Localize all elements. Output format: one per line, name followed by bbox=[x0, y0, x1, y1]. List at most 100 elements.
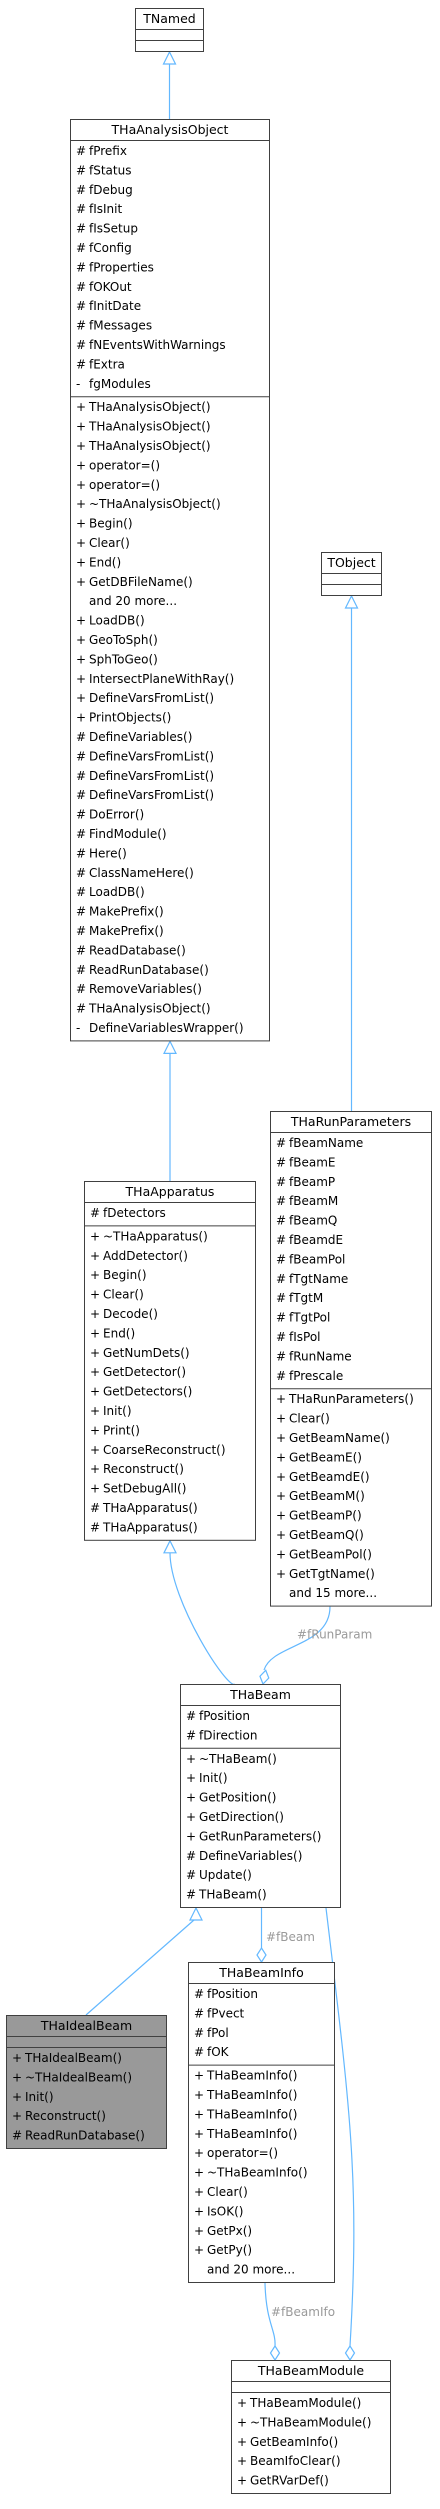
method[interactable]: Init() bbox=[199, 1771, 228, 1785]
method[interactable]: Reconstruct() bbox=[25, 2109, 106, 2123]
attribute[interactable]: fgModules bbox=[89, 377, 151, 391]
method[interactable]: ~THaBeamInfo() bbox=[207, 2166, 308, 2180]
method[interactable]: Begin() bbox=[103, 1268, 147, 1282]
method[interactable]: CoarseReconstruct() bbox=[103, 1443, 226, 1457]
attribute[interactable]: fPosition bbox=[199, 1709, 250, 1723]
method[interactable]: THaIdealBeam() bbox=[24, 2051, 122, 2065]
method[interactable]: MakePrefix() bbox=[89, 924, 164, 938]
method[interactable]: THaBeamInfo() bbox=[206, 2107, 297, 2121]
class-thaapparatus[interactable]: THaApparatus#fDetectors+~THaApparatus()+… bbox=[84, 1181, 256, 1541]
attribute[interactable]: fMessages bbox=[89, 319, 152, 333]
attribute[interactable]: fTgtPol bbox=[289, 1311, 330, 1325]
class-thabeaminfo[interactable]: THaBeamInfo#fPosition#fPvect#fPol#fOK+TH… bbox=[188, 1962, 335, 2283]
attribute[interactable]: fProperties bbox=[89, 260, 154, 274]
method[interactable]: ~THaApparatus() bbox=[103, 1229, 208, 1243]
attribute[interactable]: fRunName bbox=[289, 1349, 352, 1363]
attribute[interactable]: fNEventsWithWarnings bbox=[89, 338, 226, 352]
attribute[interactable]: fConfig bbox=[89, 241, 132, 255]
method[interactable]: ReadRunDatabase() bbox=[25, 2129, 145, 2143]
method[interactable]: ~THaAnalysisObject() bbox=[89, 497, 221, 511]
method[interactable]: Clear() bbox=[89, 536, 130, 550]
method[interactable]: GetBeamPol() bbox=[289, 1547, 372, 1561]
method[interactable]: operator=() bbox=[207, 2146, 278, 2160]
more-link[interactable]: and 20 more... bbox=[207, 2263, 295, 2277]
attribute[interactable]: fOK bbox=[207, 2045, 230, 2059]
method[interactable]: operator=() bbox=[89, 458, 160, 472]
method[interactable]: THaBeamModule() bbox=[249, 2396, 361, 2410]
method[interactable]: LoadDB() bbox=[89, 614, 145, 628]
method[interactable]: GetDirection() bbox=[199, 1810, 284, 1824]
method[interactable]: ReadRunDatabase() bbox=[89, 963, 209, 977]
method[interactable]: IsOK() bbox=[207, 2204, 243, 2218]
attribute[interactable]: fBeamE bbox=[289, 1155, 335, 1169]
attribute[interactable]: fDirection bbox=[199, 1728, 257, 1742]
class-thaidealbeam[interactable]: THaIdealBeam+THaIdealBeam()+~THaIdealBea… bbox=[6, 2015, 167, 2149]
method[interactable]: GetDetector() bbox=[103, 1365, 186, 1379]
attribute[interactable]: fBeamName bbox=[289, 1136, 363, 1150]
method[interactable]: DefineVariables() bbox=[89, 730, 192, 744]
method[interactable]: GetDetectors() bbox=[103, 1385, 192, 1399]
method[interactable]: GetNumDets() bbox=[103, 1346, 190, 1360]
method[interactable]: End() bbox=[89, 555, 121, 569]
attribute[interactable]: fPvect bbox=[207, 2006, 245, 2020]
method[interactable]: THaApparatus() bbox=[102, 1501, 198, 1515]
method[interactable]: THaAnalysisObject() bbox=[88, 420, 211, 434]
method[interactable]: GetDBFileName() bbox=[89, 575, 193, 589]
method[interactable]: Clear() bbox=[289, 1412, 330, 1426]
attribute[interactable]: fIsSetup bbox=[89, 222, 138, 236]
method[interactable]: GetBeamInfo() bbox=[250, 2435, 338, 2449]
method[interactable]: DefineVariables() bbox=[199, 1849, 302, 1863]
class-thabeammodule[interactable]: THaBeamModule+THaBeamModule()+~THaBeamMo… bbox=[231, 2360, 391, 2494]
method[interactable]: Print() bbox=[103, 1423, 140, 1437]
method[interactable]: Clear() bbox=[207, 2185, 248, 2199]
method[interactable]: ClassNameHere() bbox=[89, 866, 194, 880]
method[interactable]: BeamIfoClear() bbox=[250, 2454, 341, 2468]
attribute[interactable]: fExtra bbox=[89, 357, 125, 371]
method[interactable]: THaAnalysisObject() bbox=[88, 439, 211, 453]
method[interactable]: Reconstruct() bbox=[103, 1462, 184, 1476]
method[interactable]: THaAnalysisObject() bbox=[88, 400, 211, 414]
method[interactable]: DoError() bbox=[89, 808, 144, 822]
more-link[interactable]: and 15 more... bbox=[289, 1586, 377, 1600]
method[interactable]: End() bbox=[103, 1326, 135, 1340]
attribute[interactable]: fTgtM bbox=[289, 1291, 323, 1305]
attribute[interactable]: fPosition bbox=[207, 1987, 258, 2001]
attribute[interactable]: fIsInit bbox=[89, 202, 122, 216]
attribute[interactable]: fTgtName bbox=[289, 1272, 348, 1286]
method[interactable]: THaBeamInfo() bbox=[206, 2127, 297, 2141]
method[interactable]: AddDetector() bbox=[103, 1249, 188, 1263]
method[interactable]: SphToGeo() bbox=[89, 652, 158, 666]
attribute[interactable]: fPrescale bbox=[289, 1369, 343, 1383]
method[interactable]: GetBeamdE() bbox=[289, 1470, 370, 1484]
method[interactable]: GeoToSph() bbox=[89, 633, 158, 647]
method[interactable]: Clear() bbox=[103, 1288, 144, 1302]
method[interactable]: Begin() bbox=[89, 517, 133, 531]
attribute[interactable]: fOKOut bbox=[89, 280, 132, 294]
method[interactable]: GetPosition() bbox=[199, 1791, 276, 1805]
method[interactable]: DefineVariablesWrapper() bbox=[89, 1021, 244, 1035]
method[interactable]: DefineVarsFromList() bbox=[89, 691, 214, 705]
attribute[interactable]: fIsPol bbox=[289, 1330, 321, 1344]
method[interactable]: THaRunParameters() bbox=[288, 1392, 414, 1406]
method[interactable]: GetPx() bbox=[207, 2224, 252, 2238]
method[interactable]: IntersectPlaneWithRay() bbox=[89, 672, 234, 686]
attribute[interactable]: fBeamdE bbox=[289, 1233, 343, 1247]
method[interactable]: THaApparatus() bbox=[102, 1520, 198, 1534]
method[interactable]: DefineVarsFromList() bbox=[89, 788, 214, 802]
method[interactable]: THaBeam() bbox=[198, 1888, 267, 1902]
method[interactable]: DefineVarsFromList() bbox=[89, 749, 214, 763]
attribute[interactable]: fStatus bbox=[89, 163, 131, 177]
method[interactable]: LoadDB() bbox=[89, 885, 145, 899]
method[interactable]: GetPy() bbox=[207, 2243, 252, 2257]
attribute[interactable]: fPol bbox=[207, 2026, 229, 2040]
method[interactable]: GetBeamName() bbox=[289, 1431, 390, 1445]
attribute[interactable]: fBeamPol bbox=[289, 1252, 345, 1266]
method[interactable]: SetDebugAll() bbox=[103, 1482, 186, 1496]
class-tharunparameters[interactable]: THaRunParameters#fBeamName#fBeamE#fBeamP… bbox=[270, 1111, 432, 1607]
method[interactable]: ~THaIdealBeam() bbox=[25, 2070, 132, 2084]
method[interactable]: DefineVarsFromList() bbox=[89, 769, 214, 783]
method[interactable]: Decode() bbox=[103, 1307, 158, 1321]
method[interactable]: THaBeamInfo() bbox=[206, 2069, 297, 2083]
method[interactable]: THaAnalysisObject() bbox=[88, 1002, 211, 1016]
method[interactable]: operator=() bbox=[89, 478, 160, 492]
